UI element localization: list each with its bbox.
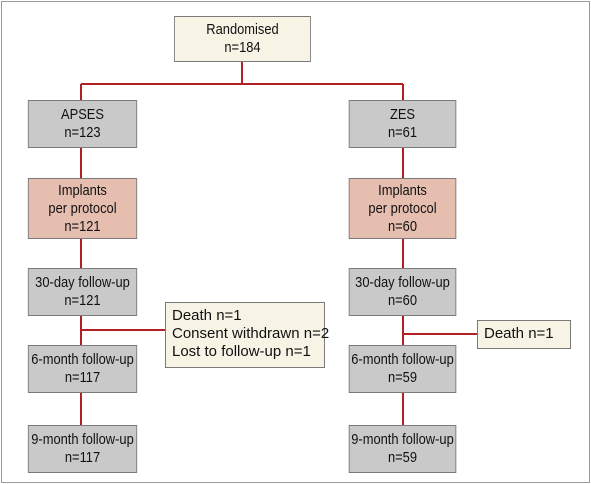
randomised-count: n=184 — [224, 39, 261, 56]
zes-loss-death: Death n=1 — [484, 325, 554, 342]
zes-group-label: ZES — [389, 106, 416, 123]
apses-loss-consent: Consent withdrawn n=2 — [172, 325, 330, 342]
zes-6month-count: n=59 — [387, 369, 418, 386]
apses-30day-box: 30-day follow-up n=121 — [27, 268, 138, 316]
apses-implants-label: Implants — [58, 181, 107, 199]
apses-loss-followup: Lost to follow-up n=1 — [172, 343, 311, 360]
randomised-box: Randomised n=184 — [174, 16, 311, 62]
apses-implants-sublabel: per protocol — [48, 199, 117, 217]
apses-implants-box: Implants per protocol n=121 — [27, 178, 138, 239]
apses-30day-count: n=121 — [64, 292, 101, 309]
zes-9month-label: 9-month follow-up — [351, 431, 454, 448]
apses-loss-death: Death n=1 — [172, 307, 242, 324]
apses-30day-label: 30-day follow-up — [35, 274, 130, 291]
apses-6month-box: 6-month follow-up n=117 — [27, 345, 138, 393]
apses-implants-count: n=121 — [64, 217, 101, 235]
zes-group-count: n=61 — [387, 124, 418, 141]
zes-30day-box: 30-day follow-up n=60 — [348, 268, 457, 316]
zes-losses-box: Death n=1 — [477, 320, 571, 349]
apses-6month-label: 6-month follow-up — [31, 351, 134, 368]
zes-implants-box: Implants per protocol n=60 — [348, 178, 457, 239]
randomised-label: Randomised — [206, 21, 279, 38]
zes-6month-label: 6-month follow-up — [351, 351, 454, 368]
zes-implants-sublabel: per protocol — [368, 199, 437, 217]
zes-9month-count: n=59 — [387, 449, 418, 466]
apses-9month-box: 9-month follow-up n=117 — [27, 425, 138, 473]
apses-group-count: n=123 — [64, 124, 101, 141]
zes-30day-count: n=60 — [387, 292, 418, 309]
apses-losses-box: Death n=1 Consent withdrawn n=2 Lost to … — [165, 302, 330, 368]
zes-implants-count: n=60 — [387, 217, 418, 235]
apses-6month-count: n=117 — [64, 369, 101, 386]
zes-implants-label: Implants — [378, 181, 427, 199]
zes-9month-box: 9-month follow-up n=59 — [348, 425, 457, 473]
apses-group-box: APSES n=123 — [27, 100, 138, 148]
apses-9month-count: n=117 — [64, 449, 101, 466]
apses-9month-label: 9-month follow-up — [31, 431, 134, 448]
apses-group-label: APSES — [60, 106, 105, 123]
zes-6month-box: 6-month follow-up n=59 — [348, 345, 457, 393]
zes-group-box: ZES n=61 — [348, 100, 457, 148]
zes-30day-label: 30-day follow-up — [355, 274, 450, 291]
